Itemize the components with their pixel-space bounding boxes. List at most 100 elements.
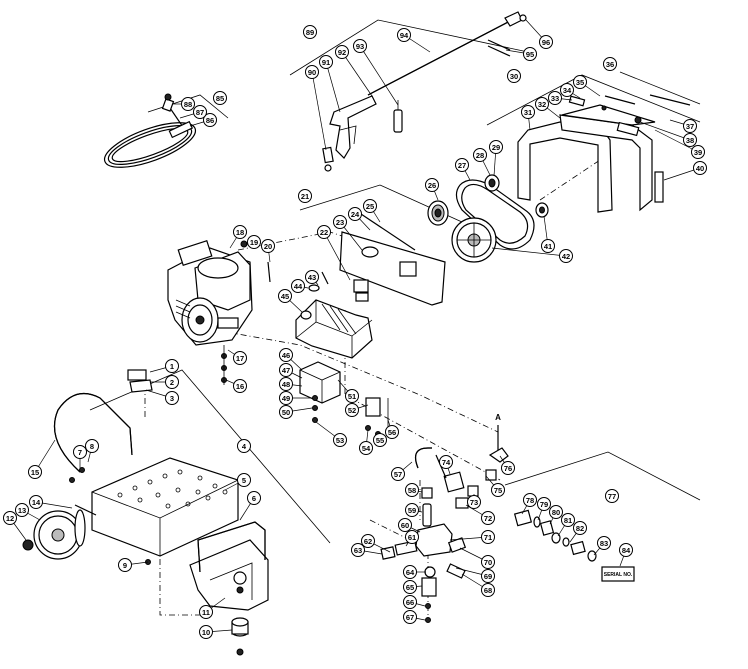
callout-76: 76 bbox=[501, 461, 515, 475]
callout-number-38: 38 bbox=[686, 136, 694, 145]
callout-number-47: 47 bbox=[282, 366, 290, 375]
callout-circle-44 bbox=[291, 279, 305, 293]
callout-86: 86 bbox=[203, 113, 217, 127]
callout-36: 36 bbox=[603, 57, 617, 71]
callout-72: 72 bbox=[481, 511, 495, 525]
callout-54: 54 bbox=[359, 441, 373, 455]
callout-number-37: 37 bbox=[686, 122, 694, 131]
callout-3: 3 bbox=[165, 391, 179, 405]
callout-1: 1 bbox=[165, 359, 179, 373]
callout-5: 5 bbox=[237, 473, 251, 487]
callout-circle-53 bbox=[333, 433, 347, 447]
callout-19: 19 bbox=[247, 235, 261, 249]
callout-circle-49 bbox=[279, 391, 293, 405]
callout-88: 88 bbox=[181, 97, 195, 111]
callout-number-9: 9 bbox=[123, 561, 127, 570]
callout-circle-18 bbox=[233, 225, 247, 239]
callout-69: 69 bbox=[481, 569, 495, 583]
callout-circle-1 bbox=[165, 359, 179, 373]
leader-line-90 bbox=[311, 71, 327, 151]
callout-number-82: 82 bbox=[576, 524, 584, 533]
callout-number-88: 88 bbox=[184, 100, 192, 109]
callout-circle-42 bbox=[559, 249, 573, 263]
callout-83: 83 bbox=[597, 536, 611, 550]
callout-number-71: 71 bbox=[484, 533, 492, 542]
callout-circle-79 bbox=[537, 497, 551, 511]
engine-assembly bbox=[167, 240, 271, 385]
callout-number-12: 12 bbox=[6, 514, 14, 523]
callout-56: 56 bbox=[385, 425, 399, 439]
leader-line-22 bbox=[323, 231, 351, 281]
pump-assembly bbox=[295, 271, 373, 359]
callout-number-90: 90 bbox=[308, 68, 316, 77]
callout-40: 40 bbox=[693, 161, 707, 175]
callout-circle-43 bbox=[305, 270, 319, 284]
callout-circle-2 bbox=[165, 375, 179, 389]
callout-number-66: 66 bbox=[406, 598, 414, 607]
callout-59: 59 bbox=[405, 503, 419, 517]
callout-circle-81 bbox=[561, 513, 575, 527]
callout-number-3: 3 bbox=[170, 394, 174, 403]
callout-number-52: 52 bbox=[348, 406, 356, 415]
callout-circle-24 bbox=[348, 207, 362, 221]
leader-line-39 bbox=[654, 129, 699, 153]
callout-number-74: 74 bbox=[442, 458, 451, 467]
leader-line-92 bbox=[341, 51, 373, 97]
callout-number-27: 27 bbox=[458, 161, 466, 170]
callout-number-35: 35 bbox=[576, 78, 584, 87]
callout-number-33: 33 bbox=[551, 94, 559, 103]
callout-circle-87 bbox=[193, 105, 207, 119]
spray-gun-assembly bbox=[322, 11, 527, 172]
callout-26: 26 bbox=[425, 178, 439, 192]
callout-67: 67 bbox=[403, 610, 417, 624]
callout-number-2: 2 bbox=[170, 378, 174, 387]
callout-68: 68 bbox=[481, 583, 495, 597]
callout-87: 87 bbox=[193, 105, 207, 119]
callout-circle-15 bbox=[28, 465, 42, 479]
callout-58: 58 bbox=[405, 483, 419, 497]
callout-circle-84 bbox=[619, 543, 633, 557]
callout-circle-35 bbox=[573, 75, 587, 89]
callout-circle-92 bbox=[335, 45, 349, 59]
callout-circle-33 bbox=[548, 91, 562, 105]
callout-circle-60 bbox=[398, 518, 412, 532]
callout-circle-21 bbox=[298, 189, 312, 203]
callout-number-64: 64 bbox=[406, 568, 415, 577]
plumbing-assembly bbox=[380, 425, 509, 623]
callout-number-6: 6 bbox=[252, 494, 256, 503]
callout-18: 18 bbox=[233, 225, 247, 239]
callout-number-43: 43 bbox=[308, 273, 316, 282]
callout-43: 43 bbox=[305, 270, 319, 284]
callout-number-49: 49 bbox=[282, 394, 290, 403]
callout-46: 46 bbox=[279, 348, 293, 362]
callout-number-67: 67 bbox=[406, 613, 414, 622]
callout-92: 92 bbox=[335, 45, 349, 59]
callout-number-76: 76 bbox=[504, 464, 512, 473]
callout-circle-58 bbox=[405, 483, 419, 497]
callout-9: 9 bbox=[118, 558, 132, 572]
callout-57: 57 bbox=[391, 467, 405, 481]
callout-number-44: 44 bbox=[294, 282, 303, 291]
callout-number-34: 34 bbox=[563, 86, 572, 95]
callout-circle-94 bbox=[397, 28, 411, 42]
callout-number-93: 93 bbox=[356, 42, 364, 51]
callout-52: 52 bbox=[345, 403, 359, 417]
callout-12: 12 bbox=[3, 511, 17, 525]
callout-circle-20 bbox=[261, 239, 275, 253]
callout-81: 81 bbox=[561, 513, 575, 527]
callout-circle-3 bbox=[165, 391, 179, 405]
callout-34: 34 bbox=[560, 83, 574, 97]
callout-number-60: 60 bbox=[401, 521, 409, 530]
callout-circle-30 bbox=[507, 69, 521, 83]
callout-number-10: 10 bbox=[202, 628, 210, 637]
callout-23: 23 bbox=[333, 215, 347, 229]
callout-circle-48 bbox=[279, 377, 293, 391]
callout-circle-28 bbox=[473, 148, 487, 162]
callout-number-13: 13 bbox=[18, 506, 26, 515]
callout-circle-17 bbox=[233, 351, 247, 365]
callout-circle-80 bbox=[549, 505, 563, 519]
callout-21: 21 bbox=[298, 189, 312, 203]
fittings-kit: SERIAL NO. bbox=[513, 509, 635, 582]
leader-line-38 bbox=[639, 121, 691, 141]
callout-64: 64 bbox=[403, 565, 417, 579]
